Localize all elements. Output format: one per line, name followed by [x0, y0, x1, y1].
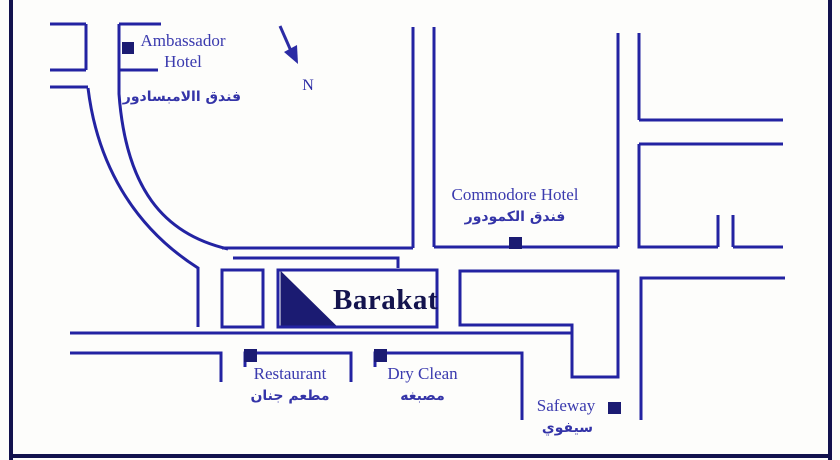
location-marker-icon-commodore	[509, 237, 522, 249]
location-marker-icon-dryclean	[374, 349, 387, 362]
label-ambassador-line2: Hotel	[164, 51, 202, 71]
location-marker-icon-safeway	[608, 402, 621, 414]
label-restaurant: Restaurant	[253, 364, 327, 383]
label-ambassador-hotel: Ambassador Hotel	[133, 31, 233, 72]
label-commodore-hotel-arabic: فندق الكمودور	[464, 209, 566, 225]
location-marker-icon-ambassador	[122, 42, 134, 54]
label-dry-clean-arabic: مصبغه	[400, 388, 445, 404]
label-barakat: Barakat	[333, 284, 438, 316]
street-lines	[50, 22, 785, 420]
label-restaurant-arabic: مطعم جنان	[250, 388, 330, 404]
label-dry-clean: Dry Clean	[387, 364, 458, 383]
north-arrow-icon	[278, 25, 298, 64]
label-ambassador-hotel-arabic: فندق االامبسادور	[122, 89, 241, 105]
label-safeway: Safeway	[536, 396, 596, 415]
label-safeway-arabic: سيفوي	[541, 420, 594, 436]
label-ambassador-line1: Ambassador	[140, 31, 226, 50]
label-commodore-hotel: Commodore Hotel	[451, 185, 579, 204]
north-label: N	[302, 77, 314, 94]
location-markers	[122, 42, 621, 414]
location-marker-icon-restaurant	[244, 349, 257, 362]
barakat-logo-triangle-icon	[280, 270, 337, 326]
map-frame	[9, 0, 832, 460]
